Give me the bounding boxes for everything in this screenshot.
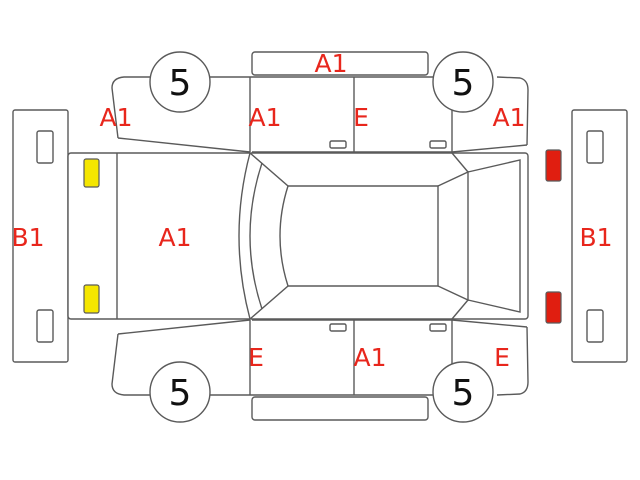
tire-front-left: 5 xyxy=(149,51,211,113)
label-fender-rear-right: E xyxy=(494,343,510,372)
headlamp-left xyxy=(83,158,100,188)
tire-rear-left: 5 xyxy=(432,51,494,113)
label-door-front-right: E xyxy=(248,343,264,372)
taillamp-right xyxy=(545,291,562,324)
tire-rear-right: 5 xyxy=(432,361,494,423)
label-door-front-left: A1 xyxy=(248,103,281,132)
label-bumper-rear: B1 xyxy=(579,223,612,252)
taillamps xyxy=(545,149,562,324)
tire-front-left-value: 5 xyxy=(169,63,192,104)
tire-front-right: 5 xyxy=(149,361,211,423)
label-bumper-front: B1 xyxy=(11,223,44,252)
taillamp-left xyxy=(545,149,562,182)
label-fender-front-left: A1 xyxy=(99,103,132,132)
tire-rear-left-value: 5 xyxy=(452,63,475,104)
left-side-panels xyxy=(111,51,529,153)
car-body-top-view xyxy=(67,152,529,320)
label-fender-rear-left: A1 xyxy=(492,103,525,132)
label-hood: A1 xyxy=(158,223,191,252)
tire-rear-right-value: 5 xyxy=(452,373,475,414)
headlamps xyxy=(83,158,100,314)
label-roof-top: A1 xyxy=(314,49,347,78)
label-door-rear-left: E xyxy=(353,103,369,132)
right-side-panels xyxy=(111,319,529,421)
tire-front-right-value: 5 xyxy=(169,373,192,414)
rear-bumper xyxy=(571,109,628,363)
label-door-rear-right: A1 xyxy=(353,343,386,372)
headlamp-right xyxy=(83,284,100,314)
